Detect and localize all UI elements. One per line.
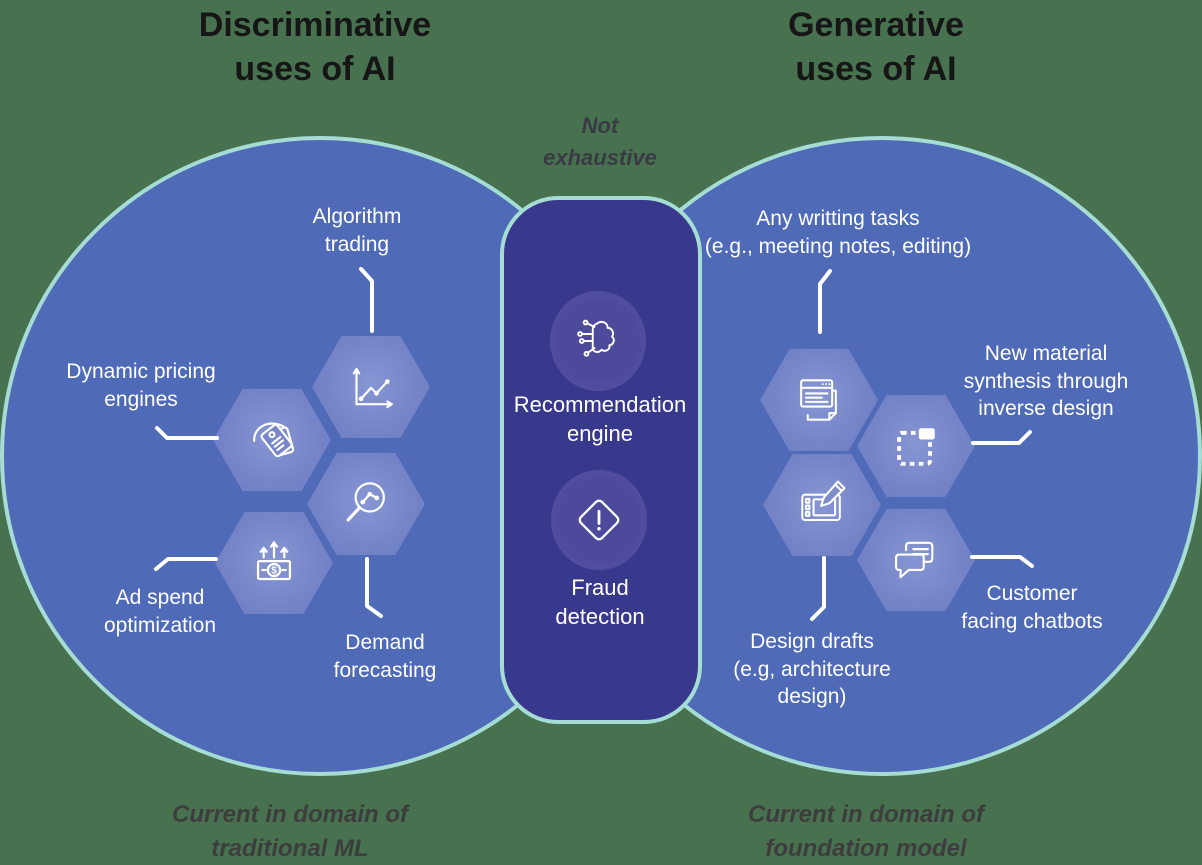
- ad-spend-label: Ad spend optimization: [103, 586, 217, 637]
- fraud-detection-label: Fraud detection: [555, 575, 645, 629]
- hex-design-drafts: [763, 454, 881, 556]
- material-synthesis-label: New material synthesis through inverse d…: [963, 342, 1129, 421]
- fraud-blob: [551, 470, 647, 570]
- not-exhaustive-note: Not exhaustive: [543, 113, 657, 170]
- design-drafts-label: Design drafts (e.g, architecture design): [733, 630, 891, 709]
- discriminative-title: Discriminative uses of AI: [198, 6, 432, 88]
- hex-writing-tasks: [760, 349, 878, 451]
- hex-chatbots: [857, 509, 975, 611]
- line-chart-icon: [352, 367, 393, 409]
- drawing-tablet-icon: [801, 480, 846, 522]
- right-caption: Current in domain of foundation model: [748, 801, 984, 862]
- svg-text:$: $: [271, 566, 277, 577]
- hex-material-synthesis: [857, 395, 975, 497]
- writing-tasks-label: Any writting tasks (e.g., meeting notes,…: [704, 207, 972, 258]
- recommendation-blob: [550, 291, 646, 391]
- price-tags-icon: [253, 422, 295, 458]
- chatbots-label: Customer facing chatbots: [961, 582, 1103, 633]
- inverse-design-icon: [897, 428, 935, 466]
- demand-forecasting-label: Demand forecasting: [333, 631, 437, 682]
- left-caption: Current in domain of traditional ML: [172, 801, 408, 862]
- chat-bubbles-icon: [894, 541, 934, 579]
- algorithm-trading-label: Algorithm trading: [312, 205, 402, 256]
- recommendation-engine-label: Recommendation engine: [513, 392, 687, 446]
- generative-title: Generative uses of AI: [788, 6, 964, 88]
- intersection-pill: [500, 196, 702, 724]
- trend-magnifier-icon: [346, 482, 385, 522]
- ai-brain-icon: [577, 319, 615, 357]
- fraud-warning-icon: [578, 499, 620, 541]
- dynamic-pricing-label: Dynamic pricing engines: [66, 360, 216, 411]
- documents-icon: [800, 379, 837, 421]
- money-growth-icon: $: [256, 541, 292, 581]
